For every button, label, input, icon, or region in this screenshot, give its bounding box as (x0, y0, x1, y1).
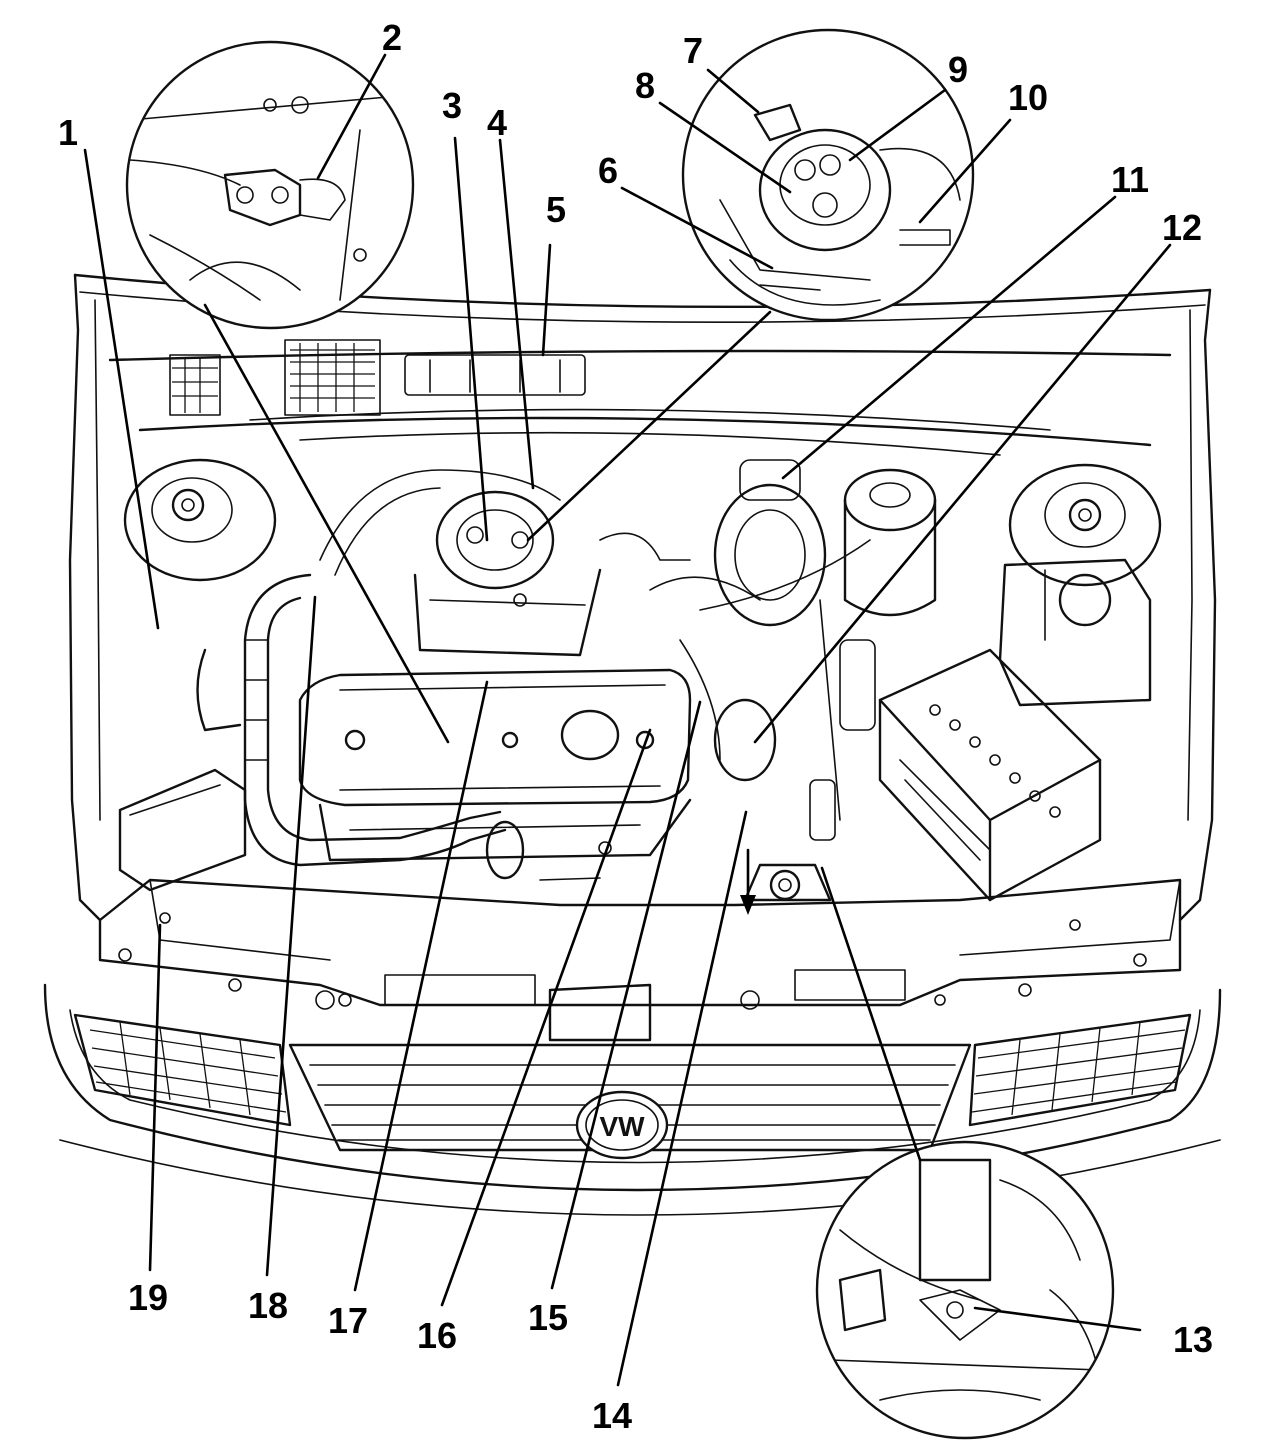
callout-16: 16 (417, 1315, 457, 1356)
callout-18: 18 (248, 1285, 288, 1326)
leader-8 (660, 103, 790, 192)
lamp-grille-left (75, 1015, 290, 1125)
callout-3: 3 (442, 85, 462, 126)
callout-6: 6 (598, 150, 618, 191)
callout-7: 7 (683, 30, 703, 71)
callout-17: 17 (328, 1300, 368, 1341)
callout-9: 9 (948, 49, 968, 90)
leader-4 (500, 140, 533, 488)
callout-4: 4 (487, 102, 507, 143)
relay-box (405, 355, 585, 395)
leader-13 (975, 1308, 1140, 1330)
leader-6 (622, 188, 772, 268)
leader-10 (920, 120, 1010, 222)
air-intake-hose (245, 575, 523, 878)
callout-1: 1 (58, 112, 78, 153)
inset-bottom-right (817, 1142, 1113, 1438)
callout-5: 5 (546, 189, 566, 230)
leader-inset-6 (528, 312, 770, 540)
leader-1 (85, 150, 158, 628)
callout-13: 13 (1173, 1319, 1213, 1360)
callout-12: 12 (1162, 207, 1202, 248)
callout-8: 8 (635, 65, 655, 106)
inset-top-left (127, 42, 413, 328)
leader-17 (355, 682, 487, 1290)
engine-block (300, 670, 690, 880)
leader-inset-2 (205, 305, 448, 742)
brake-booster (715, 460, 825, 625)
lamp-grille-right (970, 1015, 1190, 1125)
leader-16 (442, 730, 650, 1305)
leader-3 (455, 138, 487, 540)
callout-19: 19 (128, 1277, 168, 1318)
callout-2: 2 (382, 17, 402, 58)
leader-lines (85, 55, 1170, 1385)
leader-14 (618, 812, 746, 1385)
misc-hoses (320, 470, 875, 840)
strut-tower-left (125, 460, 275, 580)
vw-emblem-text: VW (599, 1111, 645, 1142)
cowl-vent-left (285, 340, 380, 415)
vw-emblem: VW (577, 1092, 667, 1158)
leader-inset-13 (822, 868, 920, 1160)
ignition-module (880, 650, 1100, 900)
air-filter-housing (120, 650, 245, 890)
callout-labels: 1 2 3 4 5 6 7 8 9 10 11 12 13 14 15 16 1… (58, 17, 1213, 1436)
strut-tower-right (1010, 465, 1160, 585)
leader-5 (543, 245, 550, 355)
throttle-body (415, 492, 600, 655)
leader-19 (150, 925, 160, 1270)
leader-11 (783, 197, 1115, 478)
callout-11: 11 (1111, 159, 1149, 200)
leader-2 (318, 55, 385, 178)
callout-15: 15 (528, 1297, 568, 1338)
leader-7 (708, 70, 758, 112)
leader-18 (267, 597, 315, 1275)
leader-12 (755, 245, 1170, 742)
front-crossmember (100, 865, 1180, 1040)
coolant-reservoir (845, 470, 935, 615)
callout-10: 10 (1008, 77, 1048, 118)
callout-14: 14 (592, 1395, 632, 1436)
leader-15 (552, 702, 700, 1288)
cowl-vent-far-left (170, 355, 220, 415)
leader-9 (850, 90, 945, 160)
inset-top-right (683, 30, 973, 320)
